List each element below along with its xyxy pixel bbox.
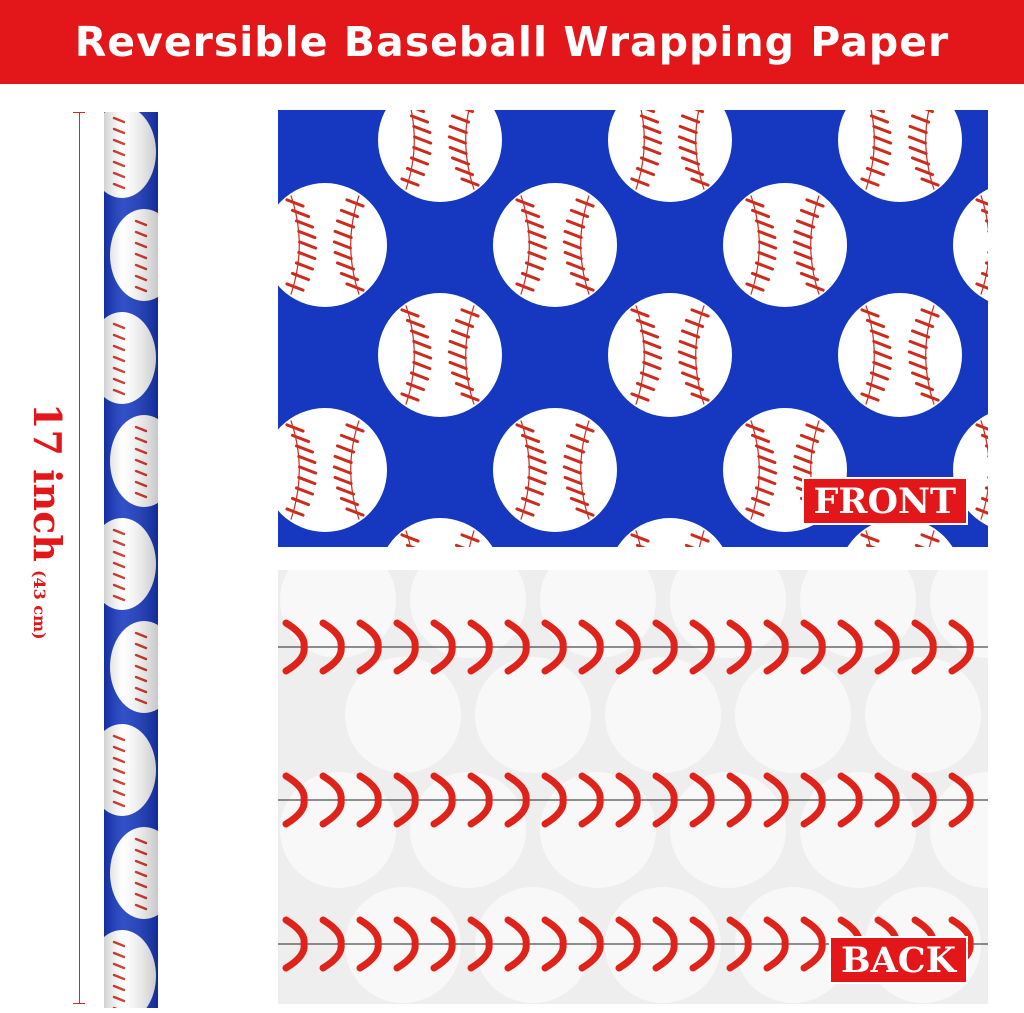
faded-baseball-icon: [280, 570, 396, 658]
baseball-icon: [723, 183, 847, 307]
measure-tick-top: [73, 112, 85, 113]
faded-baseball-icon: [475, 657, 591, 773]
baseball-icon: [378, 293, 502, 417]
faded-baseball-icon: [735, 657, 851, 773]
baseball-icon: [278, 408, 387, 532]
faded-baseball-icon: [865, 657, 981, 773]
measure-line: [79, 112, 80, 1004]
front-tag: FRONT: [801, 477, 968, 525]
faded-baseball-icon: [345, 657, 461, 773]
baseball-icon: [278, 183, 387, 307]
baseball-icon: [617, 518, 723, 547]
faded-baseball-icon: [605, 657, 721, 773]
baseball-icon: [953, 189, 988, 301]
measure-tick-bottom: [73, 1003, 85, 1004]
faded-baseball-icon: [540, 570, 656, 658]
baseball-icon: [493, 408, 617, 532]
size-cm: (43 cm): [30, 569, 49, 640]
baseball-icon: [493, 183, 617, 307]
faded-baseball-icon: [345, 887, 461, 1003]
faded-baseball-icon: [735, 887, 851, 1003]
baseball-icon: [847, 518, 953, 547]
baseball-stitch-icon: [278, 772, 988, 828]
front-pattern: [278, 110, 988, 547]
banner-title: Reversible Baseball Wrapping Paper: [74, 18, 950, 66]
faded-baseball-icon: [605, 887, 721, 1003]
faded-baseball-icon: [670, 570, 786, 658]
baseball-icon: [608, 293, 732, 417]
faded-baseball-icon: [800, 570, 916, 658]
front-panel: FRONT: [278, 110, 988, 547]
height-measure-line: [73, 112, 85, 1004]
back-panel: BACK: [278, 570, 988, 1004]
faded-baseball-icon: [410, 570, 526, 658]
baseball-icon: [838, 293, 962, 417]
baseball-icon: [838, 110, 962, 202]
faded-baseball-icon: [800, 772, 916, 888]
baseball-stitch-icon: [278, 619, 988, 675]
wrapping-paper-roll: [88, 106, 178, 1013]
back-tag: BACK: [828, 936, 968, 984]
baseball-icon: [608, 110, 732, 202]
baseball-icon: [378, 110, 502, 202]
size-inches: 17 inch: [25, 403, 70, 562]
faded-baseball-icon: [930, 570, 988, 658]
faded-baseball-icon: [540, 772, 656, 888]
roll-pattern: [88, 106, 178, 1013]
faded-baseball-icon: [410, 772, 526, 888]
faded-baseball-icon: [280, 772, 396, 888]
title-banner: Reversible Baseball Wrapping Paper: [0, 0, 1024, 84]
baseball-icon: [387, 518, 493, 547]
faded-baseball-icon: [475, 887, 591, 1003]
size-label: 17 inch (43 cm): [25, 403, 70, 640]
faded-baseball-icon: [670, 772, 786, 888]
